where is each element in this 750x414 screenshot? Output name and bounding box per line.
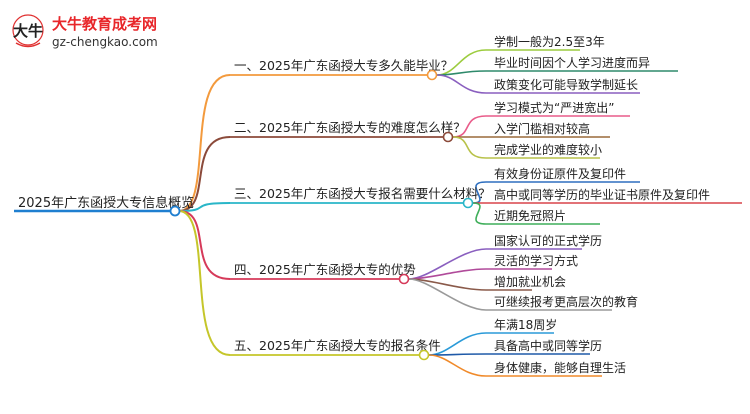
branch-label: 四、2025年广东函授大专的优势 [234,262,416,277]
logo-mark: 大牛 [12,14,44,48]
branch-connector [178,74,231,212]
leaf-label: 年满18周岁 [494,317,557,332]
branch-b5: 五、2025年广东函授大专的报名条件 年满18周岁具备高中或同等学历身体健康，能够… [230,317,626,377]
leaf-node: 入学门槛相对较高 [486,121,610,138]
branch-b3: 三、2025年广东函授大专报名需要什么材料？有效身份证原件及复印件高中或同等学历… [230,166,742,225]
leaf-label: 增加就业机会 [494,275,566,289]
branch-label: 五、2025年广东函授大专的报名条件 [234,338,441,353]
leaf-node: 灵活的学习方式 [486,253,578,270]
root-toggle[interactable] [169,205,181,217]
leaf-node: 近期免冠照片 [486,208,600,225]
root-node: 2025年广东函授大专信息概览 [14,195,194,217]
leaf-connector [428,353,487,356]
leaf-connector [472,202,487,225]
branch-b4: 四、2025年广东函授大专的优势 国家认可的正式学历灵活的学习方式增加就业机会可继… [230,233,638,311]
leaf-label: 完成学业的难度较小 [494,142,602,157]
leaf-connector [408,278,487,291]
mind-map-nodes: 2025年广东函授大专信息概览 一、2025年广东函授大专多久能毕业？ 学制一般为2… [14,34,742,377]
branch-connector [178,210,231,280]
leaf-label: 政策变化可能导致学制延长 [494,77,638,92]
mind-map-edges [178,49,487,377]
branch-label: 一、2025年广东函授大专多久能毕业？ [234,58,453,73]
leaf-node: 毕业时间因个人学习进度而异 [486,55,678,72]
leaf-node: 学制一般为2.5至3年 [486,34,605,51]
leaf-node: 学习模式为“严进宽出” [486,100,630,117]
leaf-connector [408,278,487,311]
leaf-connector [436,74,487,94]
leaf-connector [408,248,487,280]
root-label: 2025年广东函授大专信息概览 [18,195,194,211]
leaf-connector [452,136,487,159]
branch-b1: 一、2025年广东函授大专多久能毕业？ 学制一般为2.5至3年毕业时间因个人学习进… [230,34,678,94]
branch-label: 二、2025年广东函授大专的难度怎么样？ [234,120,466,135]
branch-connector [178,202,231,212]
branch-toggle[interactable] [418,349,430,361]
leaf-node: 年满18周岁 [486,317,557,334]
leaf-label: 近期免冠照片 [494,208,566,223]
branch-label: 三、2025年广东函授大专报名需要什么材料？ [234,186,491,201]
leaf-node: 身体健康，能够自理生活 [486,360,626,377]
logo-site: gz-chengkao.com [52,35,158,49]
leaf-label: 入学门槛相对较高 [494,121,590,136]
branch-toggle[interactable] [442,131,454,143]
site-logo: 大牛 大牛教育成考网 gz-chengkao.com [12,14,158,49]
leaf-node: 可继续报考更高层次的教育 [486,294,638,311]
leaf-label: 学制一般为2.5至3年 [494,34,605,49]
leaf-node: 国家认可的正式学历 [486,233,602,250]
leaf-node: 增加就业机会 [486,275,566,291]
leaf-node: 高中或同等学历的毕业证书原件及复印件 [486,187,742,204]
leaf-node: 政策变化可能导致学制延长 [486,77,640,94]
branch-toggle[interactable] [398,273,410,285]
leaf-label: 灵活的学习方式 [494,253,578,268]
leaf-connector [428,354,487,377]
leaf-label: 毕业时间因个人学习进度而异 [494,55,650,70]
branch-connector [178,210,231,356]
branch-connector [178,136,231,212]
leaf-label: 有效身份证原件及复印件 [494,166,626,181]
logo-brand: 大牛教育成考网 [52,15,157,33]
leaf-node: 有效身份证原件及复印件 [486,166,640,183]
leaf-node: 具备高中或同等学历 [486,338,602,355]
branch-toggle[interactable] [426,69,438,81]
leaf-node: 完成学业的难度较小 [486,142,602,159]
leaf-connector [408,268,487,280]
leaf-label: 国家认可的正式学历 [494,233,602,248]
branch-toggle[interactable] [462,197,474,209]
leaf-label: 学习模式为“严进宽出” [494,100,614,115]
branch-b2: 二、2025年广东函授大专的难度怎么样？ 学习模式为“严进宽出” 入学门槛相对较高完… [230,100,630,159]
logo-mark-text: 大牛 [13,22,43,40]
leaf-label: 可继续报考更高层次的教育 [494,294,638,309]
leaf-label: 具备高中或同等学历 [494,338,602,353]
leaf-label: 身体健康，能够自理生活 [494,360,626,375]
leaf-label: 高中或同等学历的毕业证书原件及复印件 [494,187,710,202]
